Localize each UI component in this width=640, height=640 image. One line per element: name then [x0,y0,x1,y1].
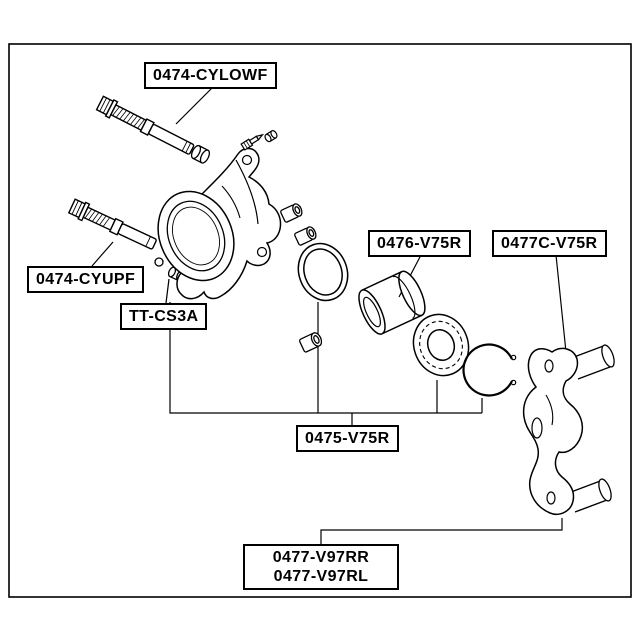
leader-repair-kit [169,302,483,425]
leader-grease [165,278,170,304]
diagram-border [8,43,632,598]
bleeder-cap-drawing [264,130,278,143]
upper-slide-pin-drawing [95,95,195,155]
circlip-drawing [462,343,517,397]
lower-slide-pin-drawing [67,198,157,250]
guide-bushing-b-drawing [294,226,317,246]
piston-seal-drawing [297,242,349,302]
label-caliper-bracket: 0477C-V75R [492,230,607,257]
label-caliper-assembly-rl: 0477-V97RL [273,568,369,585]
piston-drawing [358,270,426,335]
label-lower-slide-pin: 0474-CYUPF [27,266,145,293]
label-grease-kit: TT-CS3A [120,303,208,330]
label-upper-slide-pin: 0474-CYLOWF [144,62,277,89]
label-piston: 0476-V75R [368,230,471,257]
label-caliper-assembly: 0477-V97RR 0477-V97RL [243,544,399,590]
piston-boot-drawing [412,313,470,377]
leader-bracket [555,254,567,353]
bleeder-screw-drawing [240,130,278,151]
label-repair-kit: 0475-V75R [296,425,399,452]
guide-bushing-a-drawing [280,203,303,223]
leader-assembly [320,518,563,544]
leader-upper-pin [175,86,214,125]
pin-boot-drawing [190,144,211,164]
label-caliper-assembly-rr: 0477-V97RR [272,549,370,566]
caliper-body-drawing [157,147,282,300]
caliper-bracket-drawing [522,344,615,515]
dust-cap-drawing [298,332,323,353]
leader-lower-pin [91,241,114,267]
